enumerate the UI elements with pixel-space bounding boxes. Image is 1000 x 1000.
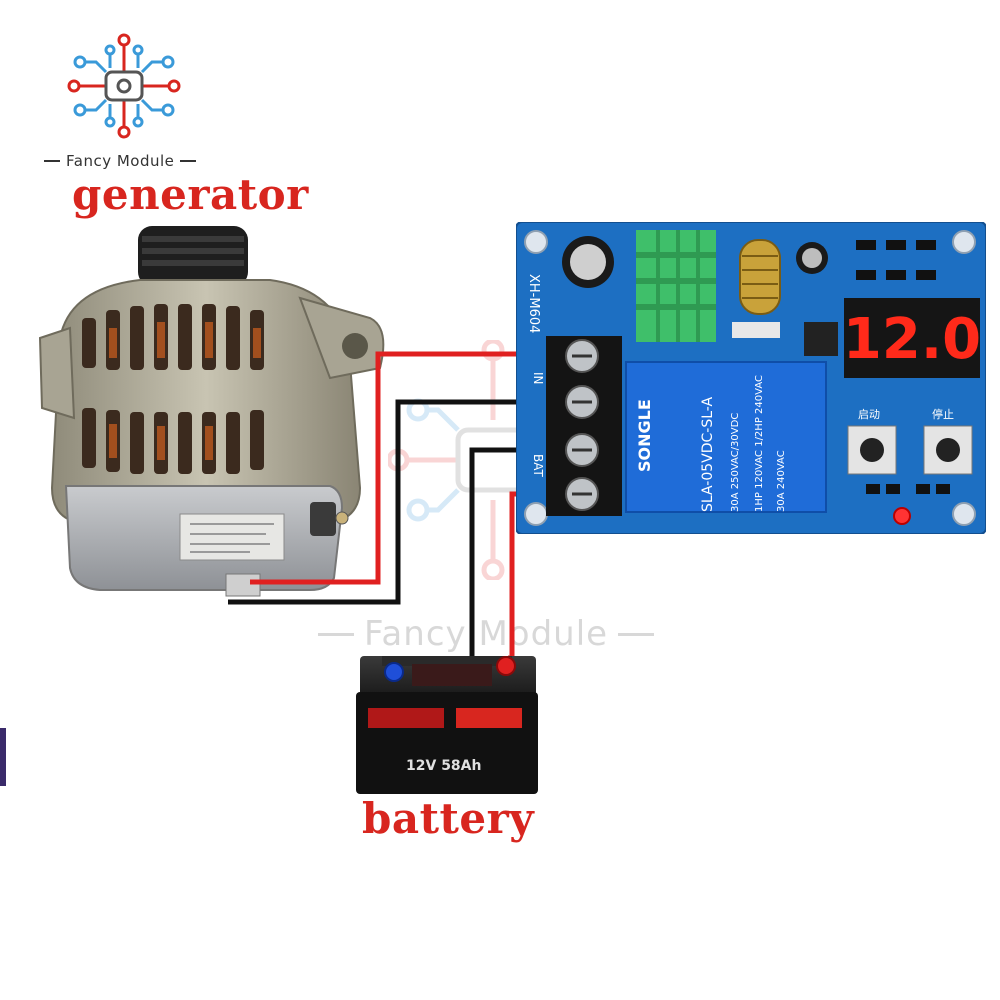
terminal-bat-label: BAT (531, 454, 545, 478)
brand-name: Fancy Module (66, 152, 175, 170)
controller-module: XH-M604 12.0 IN BAT SONGLE SLA-05VDC-SL-… (516, 222, 986, 534)
watermark-rule-right (618, 632, 655, 636)
terminal-in-label: IN (531, 372, 545, 385)
start-button-label: 启动 (858, 408, 880, 421)
battery-image: 12V 58Ah (356, 656, 538, 794)
relay-rating-2: 1HP 120VAC 1/2HP 240VAC (754, 375, 765, 512)
battery-label: battery (362, 794, 535, 843)
start-button (847, 425, 897, 475)
generator-image (38, 226, 385, 597)
generator-label: generator (72, 170, 309, 219)
brand-rule-right (180, 160, 197, 162)
gen-negative-wire (228, 399, 540, 605)
brand-rule-left (44, 160, 60, 162)
relay-rating-1: 30A 250VAC/30VDC (730, 413, 741, 512)
relay-rating-3: 30A 240VAC (776, 450, 787, 512)
battery-spec: 12V 58Ah (406, 758, 481, 774)
relay-model: SLA-05VDC-SL-A (700, 396, 716, 512)
stop-button (923, 425, 973, 475)
module-display: 12.0 (843, 307, 981, 372)
edge-accent (0, 728, 6, 786)
generator-pulley (138, 226, 248, 286)
watermark-rule-left (318, 632, 354, 636)
watermark-row: Fancy Module (318, 614, 682, 654)
relay-brand: SONGLE (635, 399, 654, 472)
module-model-text: XH-M604 (526, 274, 541, 333)
gen-positive-wire (250, 351, 540, 585)
circuit-logo-icon (67, 33, 181, 139)
brand-row: Fancy Module (44, 150, 204, 172)
watermark-text: Fancy Module (364, 614, 609, 654)
stop-button-label: 停止 (932, 407, 954, 421)
